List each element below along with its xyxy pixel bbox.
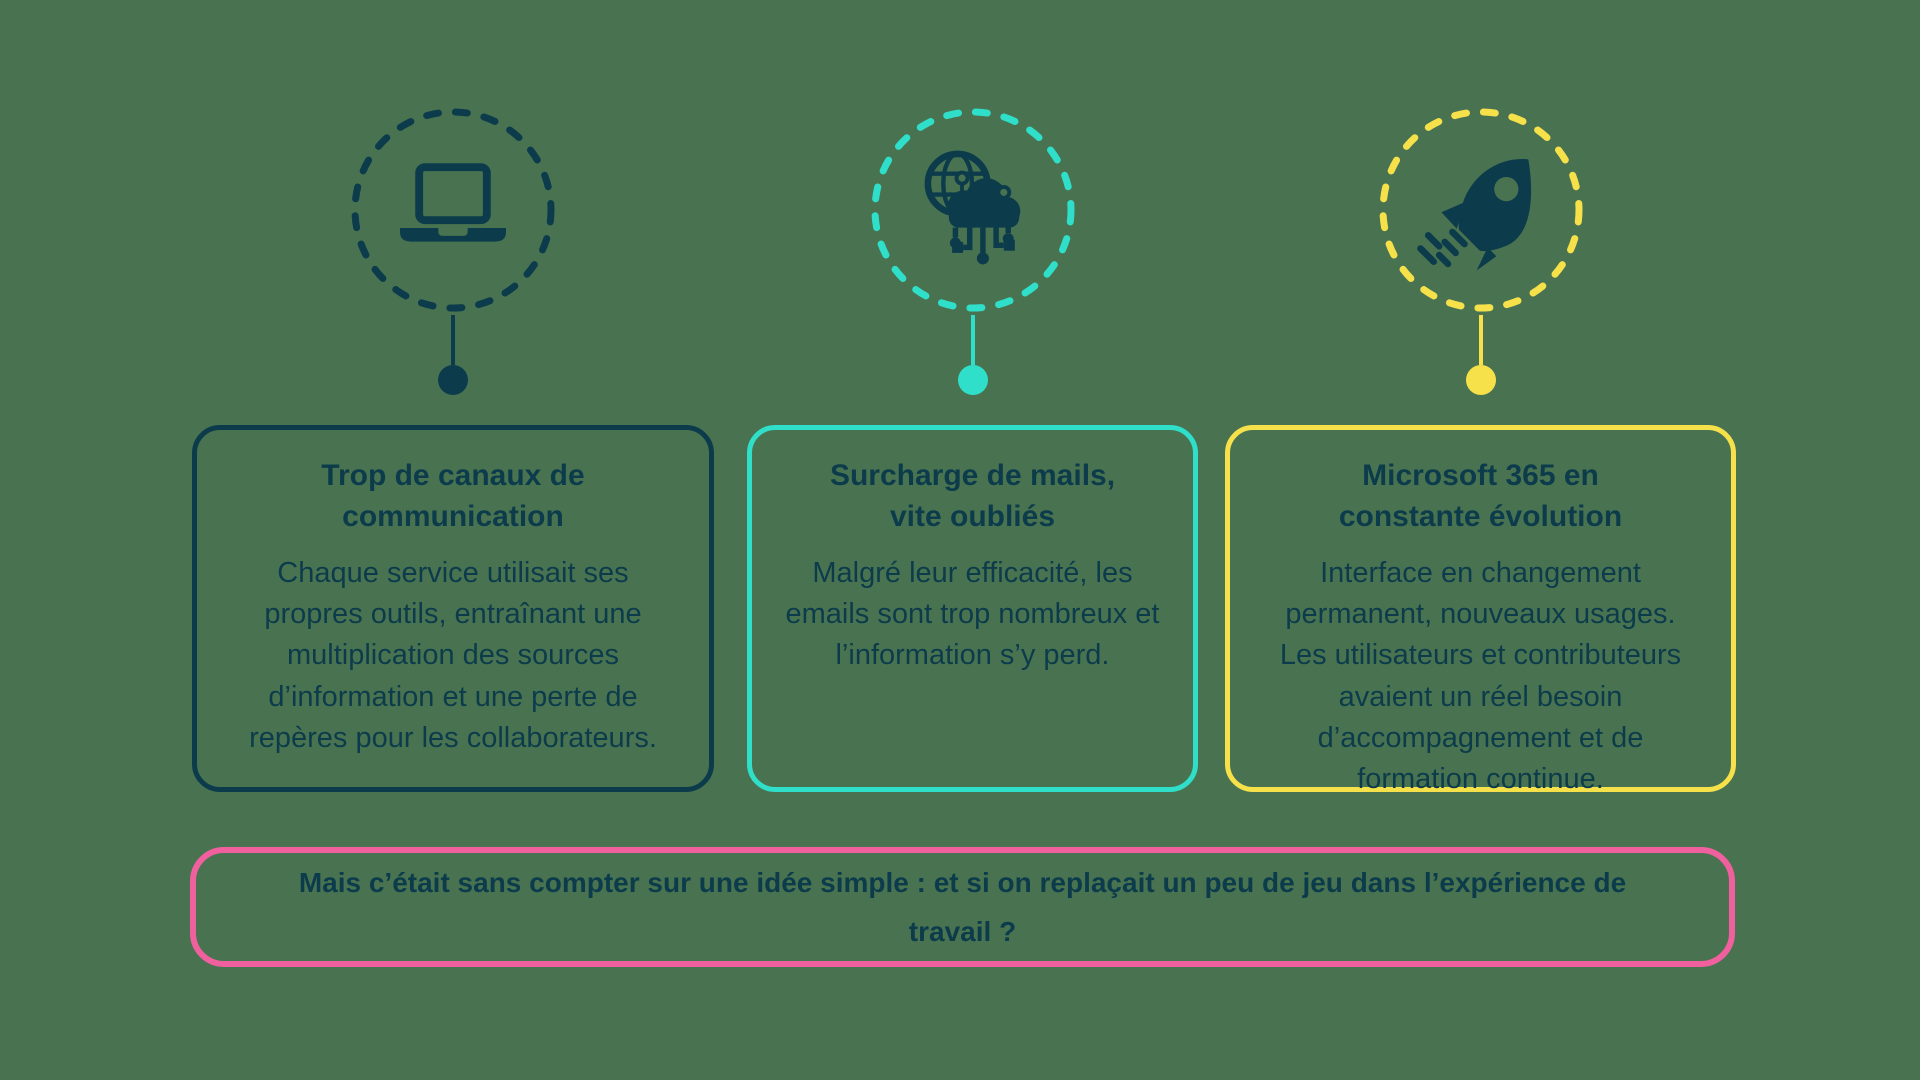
connector-dot bbox=[438, 365, 468, 395]
card-body: Chaque service utilisait ses propres out… bbox=[249, 557, 657, 754]
column-too-many-channels: Trop de canaux de communication Chaque s… bbox=[192, 105, 714, 792]
card-title: Trop de canaux de communication bbox=[321, 459, 585, 533]
rocket-icon bbox=[1416, 158, 1531, 271]
card-title: Microsoft 365 en constante évolution bbox=[1338, 459, 1623, 533]
card-body: Interface en changement permanent, nouve… bbox=[1279, 557, 1682, 795]
connector-dot bbox=[957, 365, 988, 395]
icon-badge bbox=[1376, 105, 1586, 315]
connector-line bbox=[970, 315, 975, 365]
banner-text: Mais c’était sans compter sur une idée s… bbox=[298, 867, 1627, 947]
card-too-many-channels: Trop de canaux de communication Chaque s… bbox=[192, 425, 714, 792]
icon-badge bbox=[348, 105, 558, 315]
dashed-circle bbox=[351, 108, 555, 312]
connector-line bbox=[451, 315, 455, 365]
card-body: Malgré leur efficacité, les emails sont … bbox=[785, 557, 1160, 672]
connector-line bbox=[1478, 315, 1483, 365]
cloud-network-icon bbox=[924, 150, 1020, 265]
laptop-icon bbox=[400, 163, 506, 242]
conclusion-banner: Mais c’était sans compter sur une idée s… bbox=[190, 847, 1735, 967]
column-m365-evolution: Microsoft 365 en constante évolution Int… bbox=[1225, 105, 1736, 795]
card-m365-evolution: Microsoft 365 en constante évolution Int… bbox=[1225, 425, 1736, 795]
card-title: Surcharge de mails, vite oubliés bbox=[829, 459, 1116, 533]
card-email-overload: Surcharge de mails, vite oubliés Malgré … bbox=[747, 425, 1198, 792]
dashed-circle bbox=[1379, 108, 1582, 312]
connector-dot bbox=[1465, 365, 1496, 395]
dashed-circle bbox=[871, 108, 1074, 312]
column-email-overload: Surcharge de mails, vite oubliés Malgré … bbox=[747, 105, 1198, 792]
icon-badge bbox=[868, 105, 1078, 315]
